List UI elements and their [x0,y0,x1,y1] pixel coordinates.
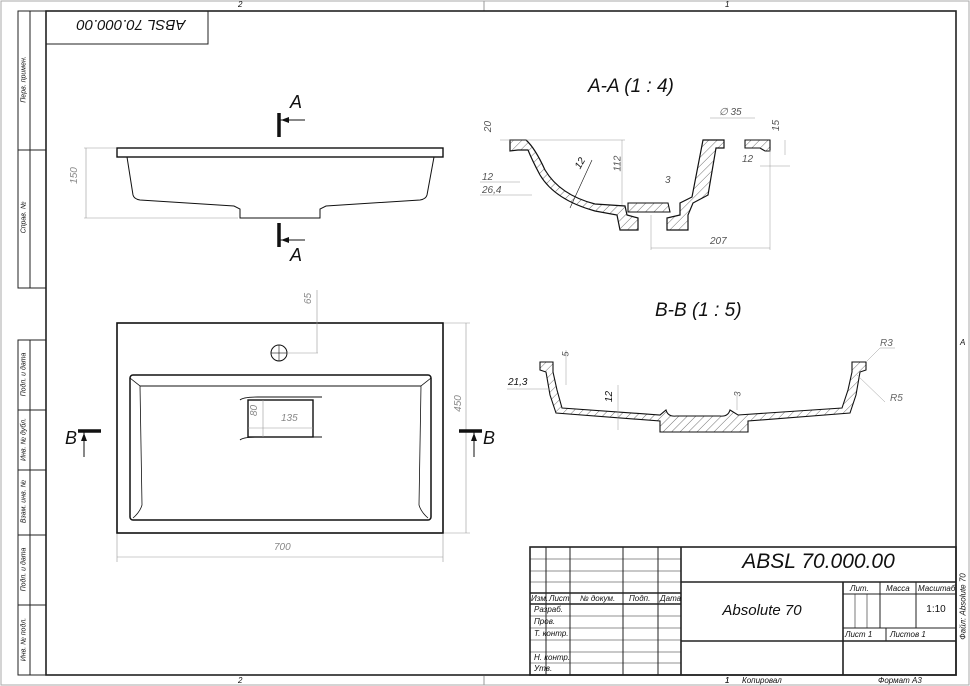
sheets-label: Листов 1 [890,630,926,639]
strip-label-inv-podl: Инв. № подл. [20,617,28,662]
dim-aa-20: 20 [483,120,495,133]
dim-aa-207: 207 [710,236,727,247]
col-header-izm: Изм. [531,594,549,603]
zone-label-top-2: 2 [238,0,243,9]
front-view [84,113,444,247]
footer-format: Формат A3 [878,676,922,685]
strip-label-podp-data-2: Подп. и дата [20,547,28,592]
section-marker-b-left: B [65,428,78,448]
col-header-data: Дата [660,594,682,603]
dim-bb-r5: R5 [890,393,903,404]
dim-overflow-80: 80 [249,404,261,417]
dim-aa-12-left: 12 [482,172,494,183]
row-label-razrab: Разраб. [534,605,563,614]
title-block-designation: ABSL 70.000.00 [742,550,895,573]
plan-view [78,290,482,562]
strip-label-perv-primen: Перв. примен. [20,56,28,103]
title-block-lines [529,546,957,676]
dim-aa-112: 112 [612,155,624,172]
dim-bb-21-3: 21,3 [508,377,528,388]
dim-height-150: 150 [68,167,80,184]
dim-aa-diameter-35: ∅ 35 [719,107,742,118]
dim-bb-3: 3 [732,391,743,397]
row-label-prov: Пров. [534,617,556,626]
scale-value: 1:10 [926,604,946,615]
dim-tap-offset-65: 65 [303,292,315,305]
dim-aa-12-right: 12 [742,154,754,165]
dim-bb-12: 12 [604,390,616,403]
zone-label-bottom-1: 1 [725,676,730,685]
section-marker-b-right: B [483,428,496,448]
section-marker-a-bottom: A [290,245,303,265]
col-header-doc-num: № докум. [580,594,616,603]
dim-bb-5: 5 [560,351,571,357]
zone-label-right-a: A [960,338,966,347]
mass-label: Масса [886,584,910,593]
footer-copied: Копировал [742,676,782,685]
lit-label: Лит. [850,584,869,593]
dim-bb-r3: R3 [880,338,893,349]
strip-label-podp-data-1: Подп. и дата [20,352,28,397]
dim-aa-3: 3 [665,175,671,186]
section-aa-title: A-A (1 : 4) [588,76,674,97]
top-stamp: ABSL 70.000.00 [76,16,186,33]
dim-width-700: 700 [274,542,291,553]
dim-depth-450: 450 [452,395,464,412]
zone-label-top-1: 1 [725,0,730,9]
title-block-name: Absolute 70 [722,602,802,619]
dim-aa-15: 15 [771,119,783,132]
section-marker-a-top: A [290,92,303,112]
section-aa [480,117,790,250]
strip-label-sprav: Справ. № [20,201,28,234]
file-label: Файл: Absolute 70 [958,573,968,640]
zone-label-bottom-2: 2 [238,676,243,685]
footer-copied-num: 1 [725,676,730,685]
row-label-n-kontr: Н. контр. [534,653,571,662]
section-bb [507,347,895,433]
col-header-podp: Подп. [629,594,651,603]
row-label-utv: Утв. [534,664,553,673]
dim-overflow-135: 135 [281,413,298,424]
strip-label-inv-dubl: Инв. № дубл. [20,417,28,462]
strip-label-vzam-inv: Взам. инв. № [20,479,28,524]
dim-aa-26-4: 26,4 [482,185,502,196]
col-header-list: Лист [549,594,570,603]
sheet-label: Лист 1 [845,630,873,639]
row-label-t-kontr: Т. контр. [534,629,569,638]
scale-label: Масштаб [918,584,956,593]
section-bb-title: B-B (1 : 5) [655,300,742,321]
